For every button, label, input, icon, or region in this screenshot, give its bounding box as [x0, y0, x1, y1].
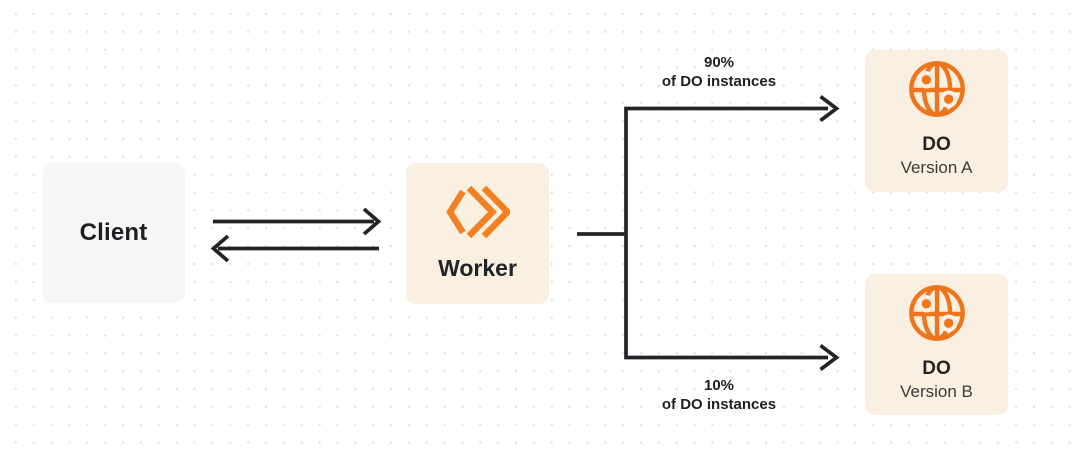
durable-object-globe-icon	[908, 285, 965, 341]
globe-dot	[943, 94, 953, 104]
edge-label-line1: 90%	[703, 54, 735, 71]
arrow-worker-to-client	[210, 234, 379, 263]
durable-object-globe-icon	[908, 61, 965, 117]
node-client: Client	[42, 163, 185, 303]
edge-label-line1: 10%	[703, 377, 735, 394]
do-b-subtitle: Version B	[900, 382, 973, 401]
arrowhead-to-version-a	[819, 95, 840, 122]
node-do-version-a: DO Version A	[865, 50, 1008, 192]
worker-label: Worker	[438, 255, 517, 281]
edge-label-10-percent: 10% of DO instances	[634, 376, 804, 414]
arrow-client-to-worker	[213, 207, 382, 236]
arrowhead-to-version-b	[819, 344, 840, 371]
edge-label-line2: of DO instances	[661, 73, 777, 90]
node-do-version-b: DO Version B	[865, 274, 1008, 415]
globe-dot	[921, 75, 931, 85]
workers-chevrons-icon	[445, 185, 510, 239]
branch-connector	[577, 106, 828, 360]
do-a-subtitle: Version A	[900, 158, 973, 177]
globe-dot	[921, 299, 931, 309]
edge-label-90-percent: 90% of DO instances	[634, 53, 804, 91]
node-worker: Worker	[406, 163, 549, 304]
do-a-title: DO	[922, 134, 951, 155]
do-b-title: DO	[922, 358, 951, 379]
edge-label-line2: of DO instances	[661, 396, 777, 413]
globe-dot	[943, 318, 953, 328]
client-label: Client	[79, 219, 148, 246]
